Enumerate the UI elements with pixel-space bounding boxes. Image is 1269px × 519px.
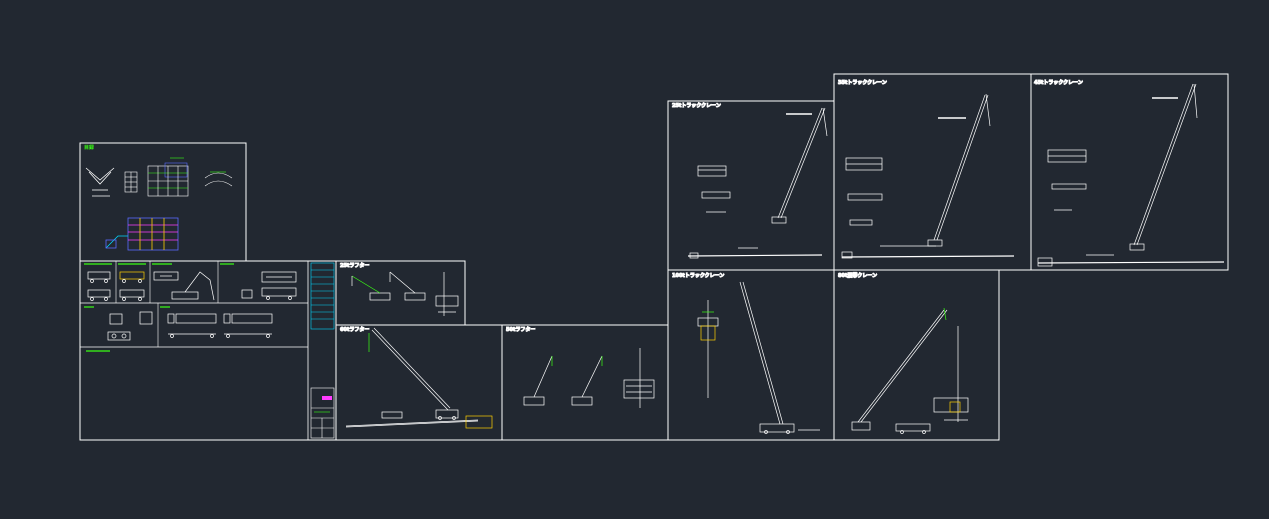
- sheet-rough-60[interactable]: 60tラフター: [335, 324, 503, 441]
- sheet-truck-25[interactable]: 25tトラッククレーン: [667, 100, 835, 271]
- index-drawing-chevrons: [85, 167, 115, 197]
- truck-25-crane-drawings: [687, 107, 828, 259]
- sheet-crawler-80[interactable]: 80t履帯クレーン: [833, 269, 1000, 441]
- sheet-truck-45[interactable]: 45tトラッククレーン: [1030, 73, 1229, 271]
- index-drawing-curves: [204, 171, 233, 187]
- index-drawing-building: [105, 217, 179, 251]
- sheet-title-index: 目録: [84, 144, 95, 151]
- sheet-vehicles[interactable]: [79, 260, 337, 441]
- rough-60-crane-drawings: [345, 327, 493, 429]
- sheet-rough-25[interactable]: 25tラフター: [335, 260, 466, 326]
- vehicles-title-block: [310, 262, 335, 439]
- index-drawing-grid: [124, 171, 138, 193]
- sheet-truck-35[interactable]: 35tトラッククレーン: [833, 73, 1032, 271]
- sheet-title-truck-35: 35tトラッククレーン: [838, 79, 887, 86]
- sheet-title-rough-60: 60tラフター: [340, 326, 369, 333]
- truck-45-crane-drawings: [1037, 83, 1225, 267]
- crawler-80-crane-drawings: [851, 307, 969, 434]
- vehicles-title-marks: [84, 263, 234, 352]
- sheet-title-crawler-80: 80t履帯クレーン: [838, 272, 877, 279]
- rough-50-crane-drawings: [523, 348, 655, 408]
- sheet-title-rough-50: 50tラフター: [506, 326, 535, 333]
- sheet-title-truck-25: 25tトラッククレーン: [672, 102, 721, 109]
- truck-35-crane-drawings: [841, 93, 1015, 259]
- sheet-title-truck-45: 45tトラッククレーン: [1034, 79, 1083, 86]
- sheet-title-rough-25: 25tラフター: [340, 262, 369, 269]
- rough-25-crane-drawings: [351, 271, 459, 316]
- sheet-title-truck-100: 100tトラッククレーン: [672, 272, 724, 279]
- truck-100-crane-drawings: [697, 281, 820, 434]
- sheet-rough-50[interactable]: 50tラフター: [501, 324, 669, 441]
- sheet-truck-100[interactable]: 100tトラッククレーン: [667, 269, 835, 441]
- vehicles-trucks: [87, 271, 297, 341]
- sheet-index[interactable]: 目録: [79, 142, 247, 262]
- index-drawing-table: [147, 157, 189, 197]
